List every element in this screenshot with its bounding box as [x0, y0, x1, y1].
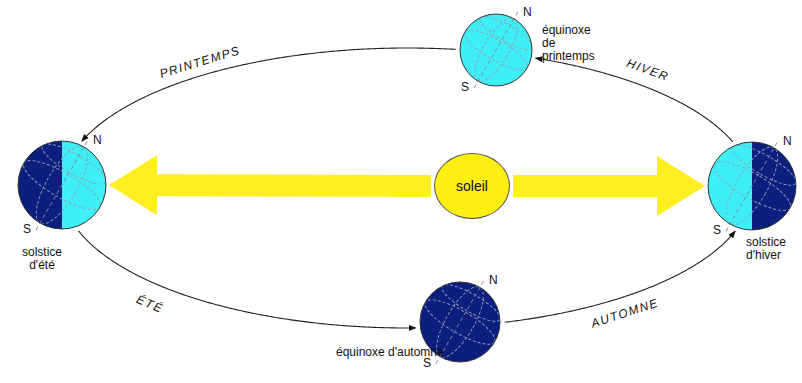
sun-node: soleil — [434, 153, 510, 219]
south-pole-label: S — [23, 223, 31, 236]
south-pole-label: S — [461, 81, 469, 94]
season-label: ÉTÉ — [133, 291, 168, 316]
earth-axis — [36, 140, 88, 230]
position-caption: équinoxe d'automne — [336, 346, 444, 359]
earth-globe — [708, 142, 796, 230]
sunlight-arrow — [513, 156, 705, 216]
earth-node: NSéquinoxe de printemps — [460, 14, 532, 86]
position-caption: solstice d'hiver — [746, 236, 798, 262]
season-label: AUTOMNE — [588, 295, 663, 331]
position-caption: équinoxe de printemps — [542, 24, 595, 63]
earth-node: NSsolstice d'hiver — [708, 142, 796, 230]
sun-label: soleil — [456, 178, 488, 194]
sunlight-arrow — [109, 155, 431, 215]
season-label: PRINTEMPS — [156, 43, 244, 82]
globe-grid — [18, 137, 111, 230]
earth-node: NSsolstice d'été — [18, 141, 106, 229]
orbit-arc — [79, 231, 416, 328]
earth-globe — [18, 141, 106, 229]
south-pole-label: S — [713, 224, 721, 237]
earth-globe — [460, 14, 532, 86]
orbit-arc — [82, 48, 456, 141]
north-pole-label: N — [489, 274, 498, 287]
earth-axis — [474, 12, 518, 88]
position-caption: solstice d'été — [12, 246, 72, 272]
season-label: HIVER — [623, 55, 673, 85]
globe-grid — [460, 11, 536, 87]
north-pole-label: N — [783, 135, 792, 148]
earth-node: NSéquinoxe d'automne — [420, 282, 500, 362]
north-pole-label: N — [523, 6, 532, 19]
globe-grid — [708, 138, 801, 231]
earth-axis — [726, 141, 778, 231]
north-pole-label: N — [93, 134, 102, 147]
